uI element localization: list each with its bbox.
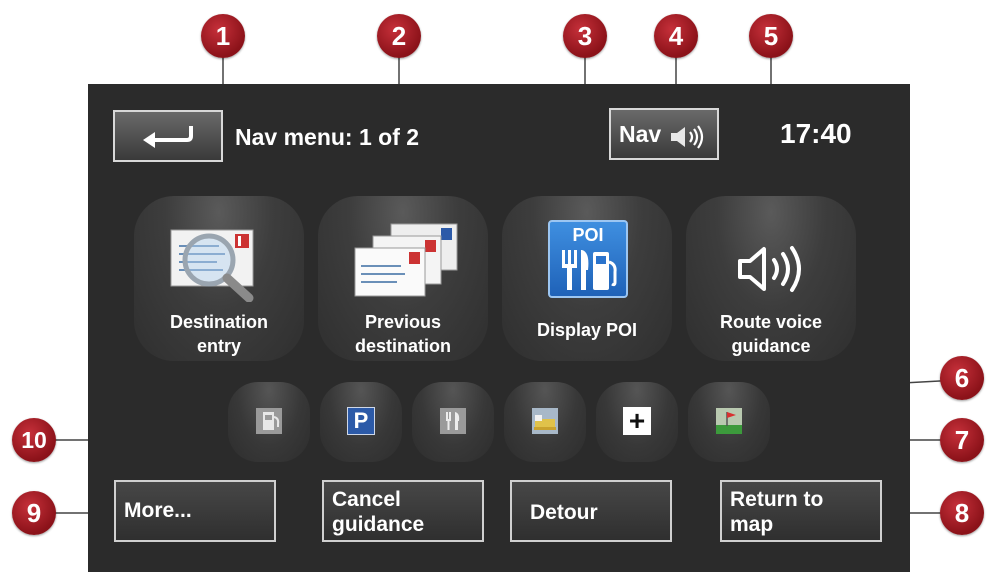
callout-4: 4: [654, 14, 698, 58]
hospital-icon: +: [623, 407, 651, 435]
parking-shortcut[interactable]: P: [320, 382, 402, 462]
return-to-map-button[interactable]: Return to map: [720, 480, 882, 542]
hospital-shortcut[interactable]: +: [596, 382, 678, 462]
return-to-map-label: Return to map: [730, 488, 824, 536]
previous-destination-icon: [354, 223, 458, 297]
hotel-shortcut[interactable]: [504, 382, 586, 462]
nav-audio-label: Nav: [619, 121, 662, 147]
speaker-icon: [671, 125, 704, 149]
detour-button-label: Detour: [530, 501, 598, 524]
callout-1: 1: [201, 14, 245, 58]
callout-2: 2: [377, 14, 421, 58]
callout-6: 6: [940, 356, 984, 400]
hotel-icon: [532, 408, 558, 434]
more-button[interactable]: More...: [114, 480, 276, 542]
callout-5: 5: [749, 14, 793, 58]
detour-button[interactable]: Detour: [510, 480, 672, 542]
page-title: Nav menu: 1 of 2: [235, 124, 420, 150]
tile-label: Display POI: [536, 320, 638, 340]
cancel-guidance-button[interactable]: Cancel guidance: [322, 480, 484, 542]
display-poi-tile[interactable]: POI Display POI: [502, 196, 672, 361]
golf-shortcut[interactable]: [688, 382, 770, 462]
clock: 17:40: [780, 118, 852, 149]
callout-8: 8: [940, 491, 984, 535]
golf-icon: [716, 408, 742, 434]
callout-10: 10: [12, 418, 56, 462]
restaurant-icon: [440, 408, 466, 434]
cancel-guidance-label: Cancel guidance: [332, 488, 425, 536]
back-arrow-icon: [143, 126, 193, 148]
poi-icon: POI: [548, 220, 628, 298]
voice-guidance-icon: [738, 246, 801, 292]
destination-search-icon: [170, 229, 254, 302]
parking-icon: P: [347, 407, 375, 435]
callout-9: 9: [12, 491, 56, 535]
fuel-shortcut[interactable]: [228, 382, 310, 462]
callout-7: 7: [940, 418, 984, 462]
nav-audio-button[interactable]: Nav: [609, 108, 719, 160]
fuel-station-icon: [256, 408, 282, 434]
back-button[interactable]: [113, 110, 223, 162]
restaurant-shortcut[interactable]: [412, 382, 494, 462]
more-button-label: More...: [124, 499, 192, 522]
restaurant-fuel-icon: [562, 250, 617, 290]
callout-3: 3: [563, 14, 607, 58]
